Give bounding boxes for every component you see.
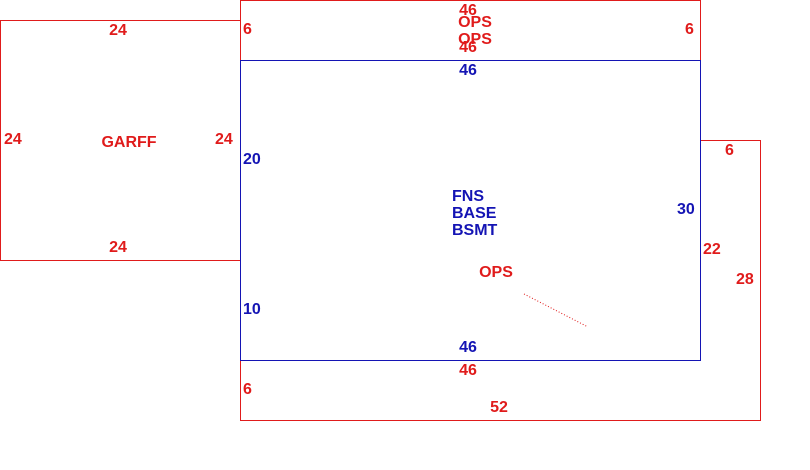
lower-section-right-top-dimension: 6 xyxy=(725,142,734,159)
garage-room-label: GARFF xyxy=(101,134,157,151)
garage-right-dimension: 24 xyxy=(215,131,233,148)
basement-label-line-3: BSMT xyxy=(452,222,498,239)
top-section-left-dimension: 6 xyxy=(243,21,252,38)
lower-section-room-label: OPS xyxy=(479,264,513,281)
lower-section-left-dimension: 6 xyxy=(243,381,252,398)
lower-section-right-outer-dimension: 28 xyxy=(736,271,754,288)
top-section-label-lower: OPS xyxy=(458,31,492,48)
lower-section-right-inner-dimension: 22 xyxy=(703,241,721,258)
garage-top-dimension: 24 xyxy=(109,22,127,39)
basement-top-dimension: 46 xyxy=(459,62,477,79)
top-section-top-dimension: 46 xyxy=(459,2,477,19)
garage-bottom-dimension: 24 xyxy=(109,239,127,256)
top-section-right-dimension: 6 xyxy=(685,21,694,38)
basement-bottom-dimension: 46 xyxy=(459,339,477,356)
lower-section-bottom-outer-dimension: 52 xyxy=(490,399,508,416)
basement-outline xyxy=(240,60,701,361)
garage-left-dimension: 24 xyxy=(4,131,22,148)
basement-right-dimension: 30 xyxy=(677,201,695,218)
basement-room-label: FNS BASE BSMT xyxy=(452,188,497,239)
basement-left-lower-dimension: 10 xyxy=(243,301,261,318)
ops-leader-line xyxy=(523,293,589,328)
basement-left-upper-dimension: 20 xyxy=(243,151,261,168)
top-section-bottom-dimension: 46 xyxy=(459,39,477,56)
top-section-label-upper: OPS xyxy=(458,14,492,31)
lower-section-bottom-inner-dimension: 46 xyxy=(459,362,477,379)
perimeter-extension-outline xyxy=(240,140,761,421)
basement-label-line-1: FNS xyxy=(452,188,484,205)
basement-label-line-2: BASE xyxy=(452,205,497,222)
